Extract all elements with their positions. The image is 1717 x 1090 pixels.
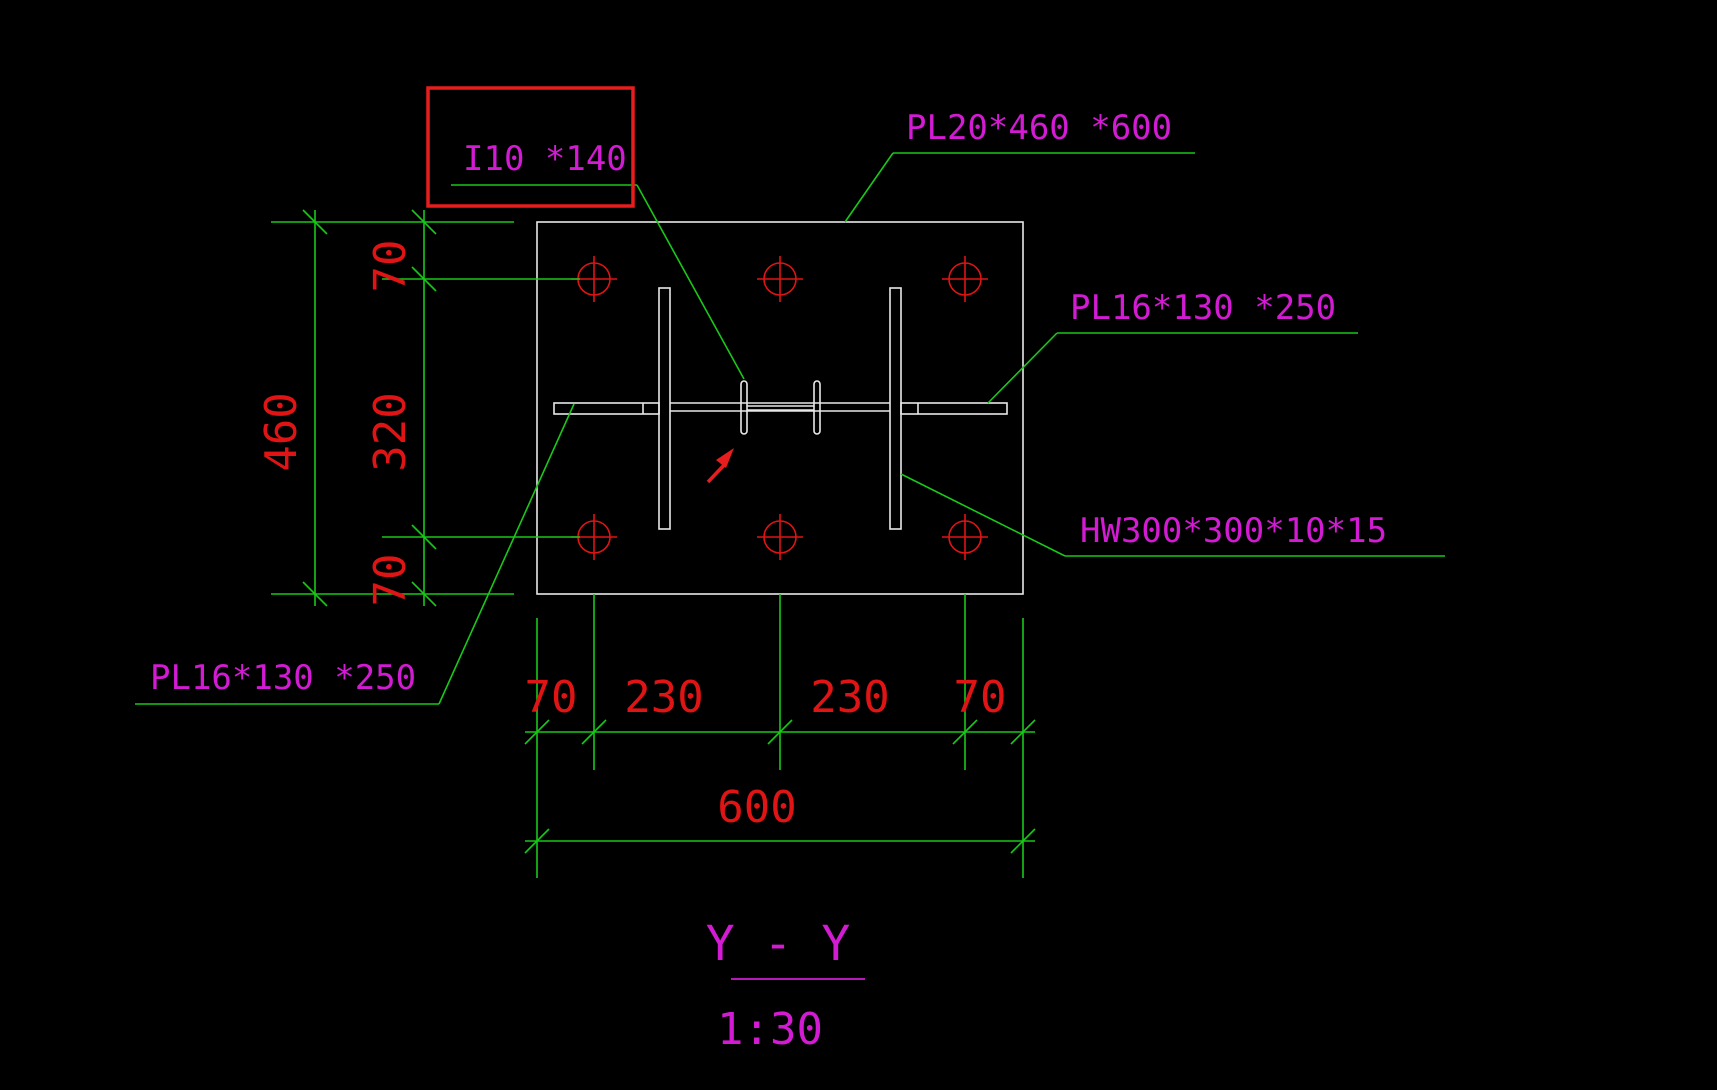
section-caption: Y - Y 1:30 bbox=[706, 916, 865, 1055]
column-right-flange bbox=[889, 287, 902, 530]
pointer-arrow-icon bbox=[706, 448, 734, 484]
i10-right-flange bbox=[813, 380, 821, 435]
dim-edge-top: 70 bbox=[365, 240, 416, 293]
bolt-holes bbox=[571, 256, 988, 560]
bolt-hole-icon bbox=[942, 256, 988, 302]
column-left-flange bbox=[658, 287, 671, 530]
section-scale: 1:30 bbox=[717, 1004, 823, 1055]
rib-plate-right bbox=[900, 402, 1008, 415]
bolt-hole-icon bbox=[942, 514, 988, 560]
dim-plate-width: 600 bbox=[717, 782, 796, 833]
leader-lines bbox=[135, 152, 1445, 705]
dim-bolt-spacing-right: 230 bbox=[810, 672, 889, 723]
label-rib-left: PL16*130 *250 bbox=[150, 658, 416, 698]
label-stiffener-member: I10 *140 bbox=[463, 139, 627, 179]
section-title: Y - Y bbox=[706, 916, 851, 972]
dim-edge-bottom: 70 bbox=[365, 554, 416, 607]
rib-plates bbox=[553, 402, 1008, 415]
label-base-plate: PL20*460 *600 bbox=[906, 108, 1172, 148]
dim-bolt-spacing-left: 230 bbox=[624, 672, 703, 723]
dim-edge-left: 70 bbox=[525, 672, 578, 723]
rib-plate-left bbox=[553, 402, 660, 415]
dim-bolt-spacing-vertical: 320 bbox=[365, 392, 416, 471]
dim-edge-right: 70 bbox=[954, 672, 1007, 723]
i10-member bbox=[740, 380, 821, 435]
bolt-hole-icon bbox=[757, 514, 803, 560]
vertical-dimensions bbox=[271, 209, 580, 607]
column-section bbox=[658, 287, 902, 530]
label-column: HW300*300*10*15 bbox=[1080, 511, 1387, 551]
dim-plate-height: 460 bbox=[256, 392, 307, 471]
i10-left-flange bbox=[740, 380, 748, 435]
member-labels: I10 *140 PL20*460 *600 PL16*130 *250 HW3… bbox=[150, 108, 1387, 698]
label-rib-right: PL16*130 *250 bbox=[1070, 288, 1336, 328]
horizontal-dimensions bbox=[524, 594, 1036, 878]
bolt-hole-icon bbox=[757, 256, 803, 302]
highlight-box bbox=[426, 86, 635, 208]
dimension-values: 460 320 70 70 70 230 230 70 600 bbox=[256, 240, 1006, 833]
